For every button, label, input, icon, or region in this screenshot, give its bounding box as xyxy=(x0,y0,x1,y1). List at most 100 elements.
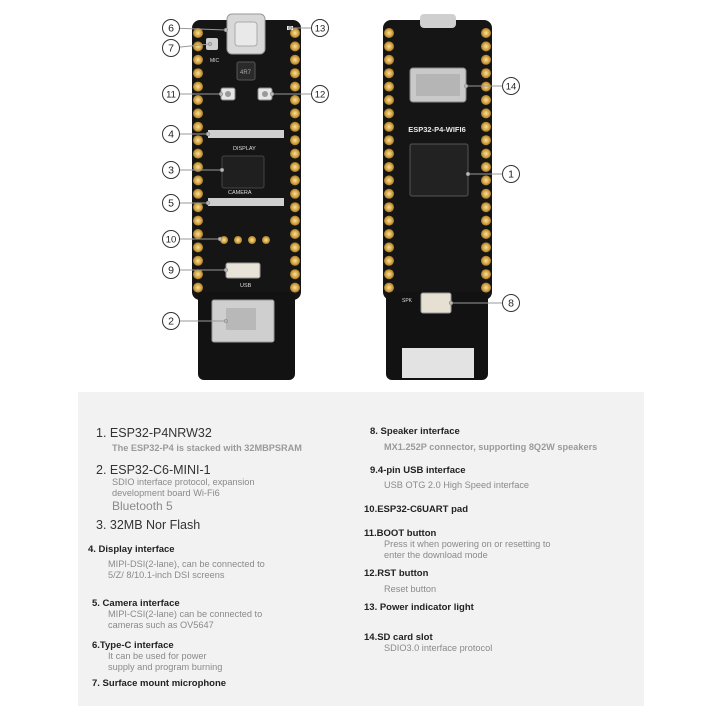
pin-pad xyxy=(290,162,300,172)
mic-silkscreen: MIC xyxy=(210,58,220,64)
pin-pad xyxy=(290,54,300,65)
pin-pad xyxy=(481,229,491,239)
pin-pad xyxy=(193,54,203,65)
legend-item-3: 3. 32MB Nor Flash xyxy=(96,518,201,532)
pin-pad xyxy=(481,282,491,293)
callout-number: 7 xyxy=(168,43,174,55)
callout-10: 10 xyxy=(162,230,180,248)
callout-number: 4 xyxy=(168,129,174,141)
pin-pad xyxy=(384,41,394,52)
board-diagram: MIC 4R7 DISPLAY CAMERA USB xyxy=(162,13,520,380)
pin-pad xyxy=(290,28,300,38)
legend-item-8: 8. Speaker interface MX1.252P connector,… xyxy=(370,426,598,452)
usb-4pin-connector xyxy=(225,262,261,279)
pin-pad xyxy=(193,215,203,226)
camera-connector xyxy=(208,198,284,206)
legend-item-10: 10.ESP32-C6UART pad xyxy=(364,504,469,515)
front-pin-row-left xyxy=(193,28,203,293)
inductor xyxy=(236,61,256,81)
legend-item-11: 11.BOOT button Press it when powering on… xyxy=(364,528,551,560)
pin-pad xyxy=(193,269,203,280)
callout-number: 13 xyxy=(315,24,326,35)
pin-pad xyxy=(481,255,491,266)
pin-pad xyxy=(481,269,491,280)
callout-number: 1 xyxy=(508,169,514,181)
svg-text:4R7: 4R7 xyxy=(240,70,252,76)
pin-pad xyxy=(384,242,394,253)
svg-text:CAMERA: CAMERA xyxy=(228,190,252,196)
pin-pad xyxy=(193,95,203,105)
legend-item-1: 1. ESP32-P4NRW32 The ESP32-P4 is stacked… xyxy=(96,426,302,453)
pin-pad xyxy=(384,68,394,79)
pin-pad xyxy=(193,81,203,92)
pin-pad xyxy=(384,121,394,132)
pin-pad xyxy=(193,282,203,293)
pin-pad xyxy=(384,282,394,293)
back-pin-row-left xyxy=(384,28,394,293)
pin-pad xyxy=(193,175,203,186)
pin-pad xyxy=(384,188,394,199)
pin-pad xyxy=(481,202,491,213)
front-pin-row-right xyxy=(290,28,300,293)
pin-pad xyxy=(290,81,300,92)
legend-item-13: 13. Power indicator light xyxy=(364,602,474,613)
legend-item-4: 4. Display interface MIPI-DSI(2-lane), c… xyxy=(88,544,265,580)
speaker-connector xyxy=(420,292,452,314)
back-usb-c xyxy=(420,14,456,28)
pin-pad xyxy=(384,135,394,146)
pin-pad xyxy=(384,229,394,239)
pin-pad xyxy=(384,202,394,213)
display-connector xyxy=(208,130,284,138)
callout-number: 6 xyxy=(168,23,174,35)
pin-pad xyxy=(481,54,491,65)
svg-text:USB: USB xyxy=(240,283,252,289)
callout-12: 12 xyxy=(311,85,329,103)
pin-pad xyxy=(193,121,203,132)
flash-chip xyxy=(221,155,265,189)
callout-number: 2 xyxy=(168,316,174,328)
pin-pad xyxy=(384,255,394,266)
pin-pad xyxy=(384,81,394,92)
pin-pad xyxy=(193,108,203,119)
pin-pad xyxy=(290,242,300,253)
callout-14: 14 xyxy=(502,77,520,95)
pin-pad xyxy=(481,121,491,132)
pin-pad xyxy=(290,188,300,199)
callout-number: 5 xyxy=(168,198,174,210)
pin-pad xyxy=(481,95,491,105)
callout-number: 8 xyxy=(508,298,514,310)
callout-5: 5 xyxy=(162,194,180,212)
callout-8: 8 xyxy=(502,294,520,312)
pin-pad xyxy=(481,162,491,172)
pin-pad xyxy=(290,175,300,186)
legend-item-9: 9.4-pin USB interface USB OTG 2.0 High S… xyxy=(370,465,530,490)
pin-pad xyxy=(481,175,491,186)
pin-pad xyxy=(193,242,203,253)
pin-pad xyxy=(481,81,491,92)
esp32-p4-chip xyxy=(409,143,469,197)
pin-pad xyxy=(384,175,394,186)
callout-3: 3 xyxy=(162,161,180,179)
certification-sticker xyxy=(402,348,474,378)
callout-number: 3 xyxy=(168,165,174,177)
callout-6: 6 xyxy=(162,19,180,37)
callout-number: 12 xyxy=(315,90,326,101)
pin-pad xyxy=(384,108,394,119)
legend-item-12: 12.RST button Reset button xyxy=(364,568,437,594)
pin-pad xyxy=(481,188,491,199)
front-board: MIC 4R7 DISPLAY CAMERA USB xyxy=(192,13,301,380)
callout-4: 4 xyxy=(162,125,180,143)
legend-item-7: 7. Surface mount microphone xyxy=(92,678,227,689)
legend-panel: 1. ESP32-P4NRW32 The ESP32-P4 is stacked… xyxy=(78,392,644,706)
callout-11: 11 xyxy=(162,85,180,103)
pin-pad xyxy=(481,215,491,226)
pin-pad xyxy=(290,282,300,293)
pin-pad xyxy=(384,215,394,226)
pin-pad xyxy=(193,202,203,213)
pin-pad xyxy=(384,148,394,159)
pin-pad xyxy=(290,135,300,146)
callout-number: 10 xyxy=(166,235,177,246)
pin-pad xyxy=(193,28,203,38)
legend-item-2: 2. ESP32-C6-MINI-1 SDIO interface protoc… xyxy=(96,463,255,513)
